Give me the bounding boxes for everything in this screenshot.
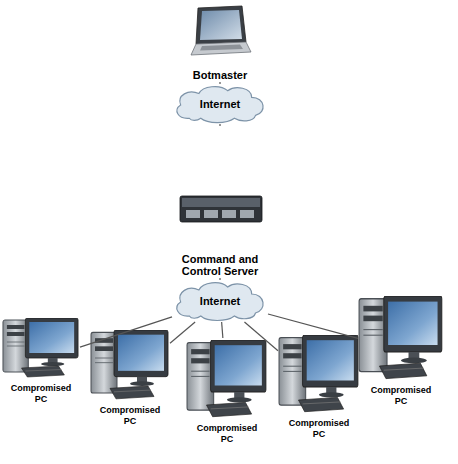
compromised-pc: Compromised PC — [90, 328, 170, 426]
pc-icon — [3, 318, 78, 377]
network-link — [219, 82, 220, 84]
node-label: Compromised PC — [367, 385, 435, 406]
botmaster-node: Botmaster — [180, 4, 260, 82]
laptop-icon — [191, 6, 251, 55]
node-label: Internet — [175, 295, 265, 308]
pc-icon — [279, 335, 358, 412]
network-link — [268, 314, 358, 338]
server-icon — [180, 196, 262, 222]
node-label: Internet — [175, 98, 265, 111]
compromised-pc: Compromised PC — [278, 333, 360, 439]
node-label: Compromised PC — [193, 423, 261, 444]
network-link — [80, 317, 172, 347]
network-link — [219, 278, 220, 280]
network-link — [222, 322, 223, 338]
network-link — [244, 322, 278, 351]
network-link — [170, 322, 195, 343]
compromised-pc: Compromised PC — [186, 338, 268, 444]
pc-icon — [187, 340, 266, 417]
network-link — [219, 124, 220, 126]
node-label: Compromised PC — [7, 383, 75, 404]
compromised-pc: Compromised PC — [358, 294, 444, 406]
compromised-pc: Compromised PC — [2, 316, 80, 404]
internet-cloud: Internet — [172, 84, 268, 124]
node-label: Botmaster — [180, 69, 260, 82]
node-label: Compromised PC — [96, 405, 164, 426]
pc-icon — [359, 296, 442, 379]
node-label: Command and Control Server — [170, 253, 270, 278]
node-label: Compromised PC — [285, 418, 353, 439]
internet-cloud: Internet — [172, 280, 268, 322]
server-node: Command and Control Server — [150, 126, 290, 278]
